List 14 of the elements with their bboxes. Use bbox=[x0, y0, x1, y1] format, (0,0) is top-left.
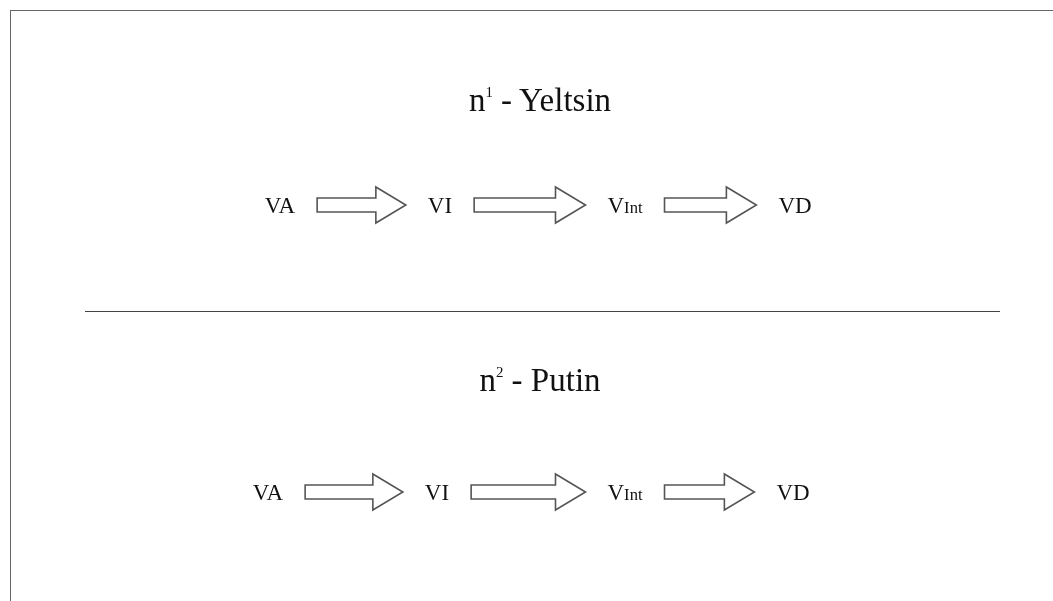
section-heading: n$^{1}$ - Yeltsin bbox=[468, 81, 612, 119]
node-label: VA bbox=[252, 480, 284, 504]
node-label: VI bbox=[427, 193, 453, 217]
node-label: VD bbox=[778, 193, 812, 217]
node-label: VD bbox=[776, 480, 810, 504]
block-arrow bbox=[663, 185, 758, 225]
section-heading: n$^{2}$ - Putin bbox=[479, 361, 601, 399]
block-arrow bbox=[316, 185, 408, 225]
node-label: VI bbox=[424, 480, 450, 504]
block-arrow bbox=[470, 472, 588, 512]
node-label: VA bbox=[264, 193, 296, 217]
block-arrow bbox=[473, 185, 588, 225]
block-arrow bbox=[663, 472, 756, 512]
block-arrow bbox=[304, 472, 405, 512]
